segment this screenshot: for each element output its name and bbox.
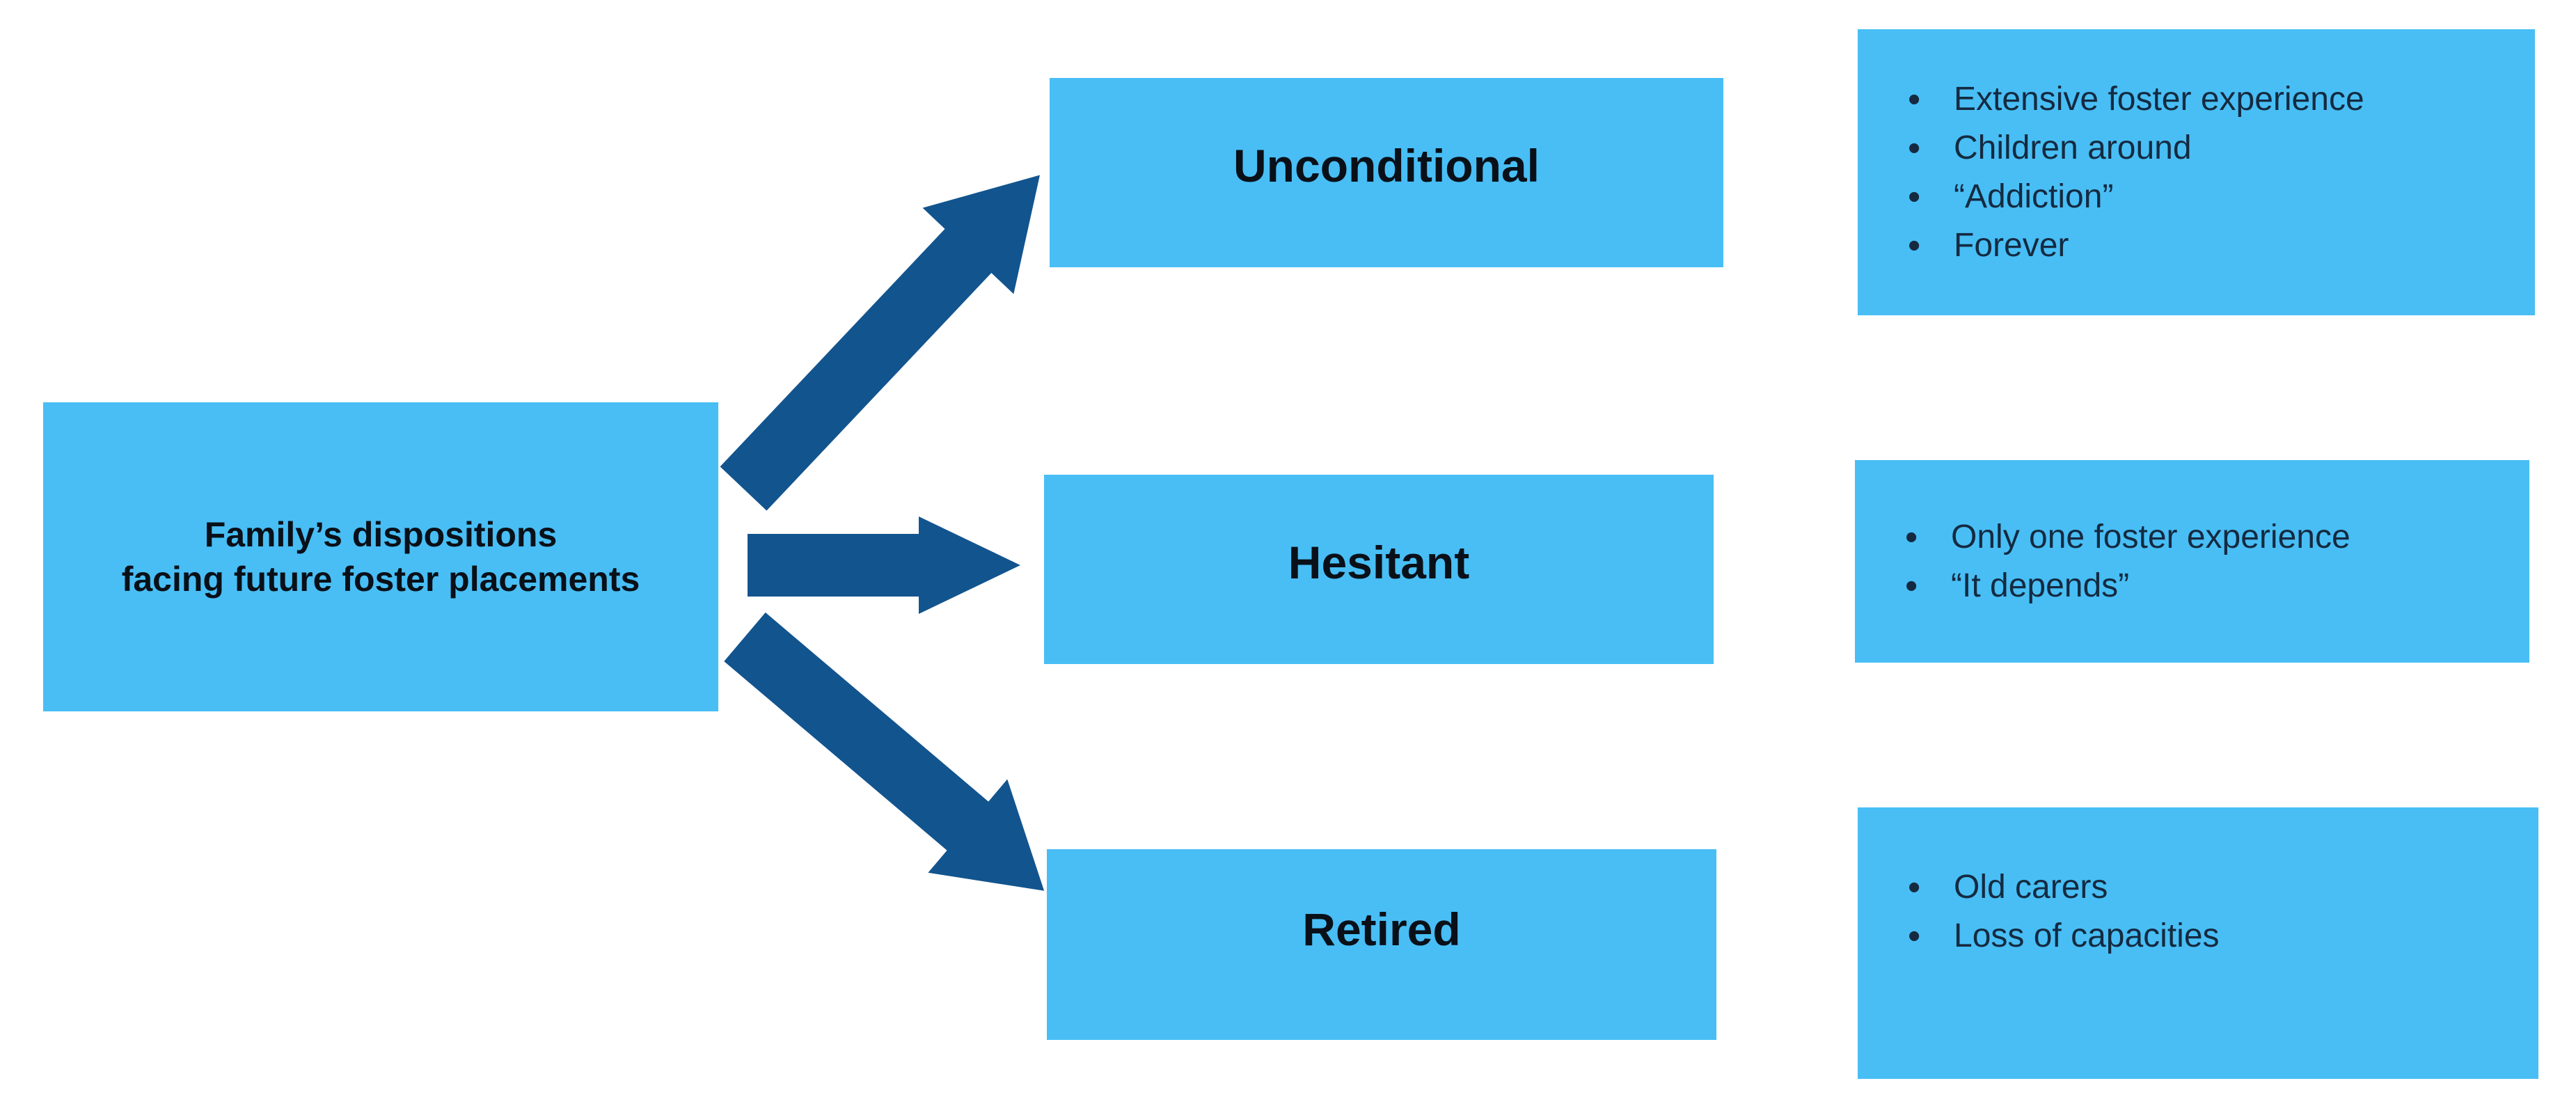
category-label-retired: Retired bbox=[1302, 903, 1461, 955]
bullet-item: “It depends” bbox=[1905, 562, 2529, 610]
root-label-line1: Family’s dispositions bbox=[204, 515, 558, 554]
bullet-item: Extensive foster experience bbox=[1908, 75, 2535, 124]
root-label: Family’s dispositions facing future fost… bbox=[122, 512, 640, 601]
category-label-hesitant: Hesitant bbox=[1288, 537, 1470, 588]
bullet-item: Loss of capacities bbox=[1908, 912, 2538, 961]
bullet-item: Old carers bbox=[1908, 863, 2538, 912]
detail-box-hesitant: Only one foster experience “It depends” bbox=[1855, 460, 2529, 663]
arrow-hesitant-icon bbox=[748, 516, 1020, 614]
category-box-retired: Retired bbox=[1047, 849, 1716, 1040]
bullet-list-retired: Old carers Loss of capacities bbox=[1908, 863, 2538, 961]
arrow-retired-icon bbox=[724, 612, 1045, 891]
bullet-item: Children around bbox=[1908, 124, 2535, 173]
root-box: Family’s dispositions facing future fost… bbox=[43, 402, 718, 711]
bullet-item: Only one foster experience bbox=[1905, 513, 2529, 562]
category-box-unconditional: Unconditional bbox=[1050, 78, 1723, 267]
category-box-hesitant: Hesitant bbox=[1044, 475, 1714, 664]
detail-box-retired: Old carers Loss of capacities bbox=[1858, 807, 2538, 1079]
bullet-item: “Addiction” bbox=[1908, 173, 2535, 221]
detail-box-unconditional: Extensive foster experience Children aro… bbox=[1858, 29, 2535, 315]
category-label-unconditional: Unconditional bbox=[1233, 140, 1540, 191]
arrow-unconditional-icon bbox=[720, 175, 1040, 511]
bullet-list-hesitant: Only one foster experience “It depends” bbox=[1905, 513, 2529, 610]
bullet-list-unconditional: Extensive foster experience Children aro… bbox=[1908, 75, 2535, 270]
bullet-item: Forever bbox=[1908, 221, 2535, 270]
root-label-line2: facing future foster placements bbox=[121, 560, 640, 599]
